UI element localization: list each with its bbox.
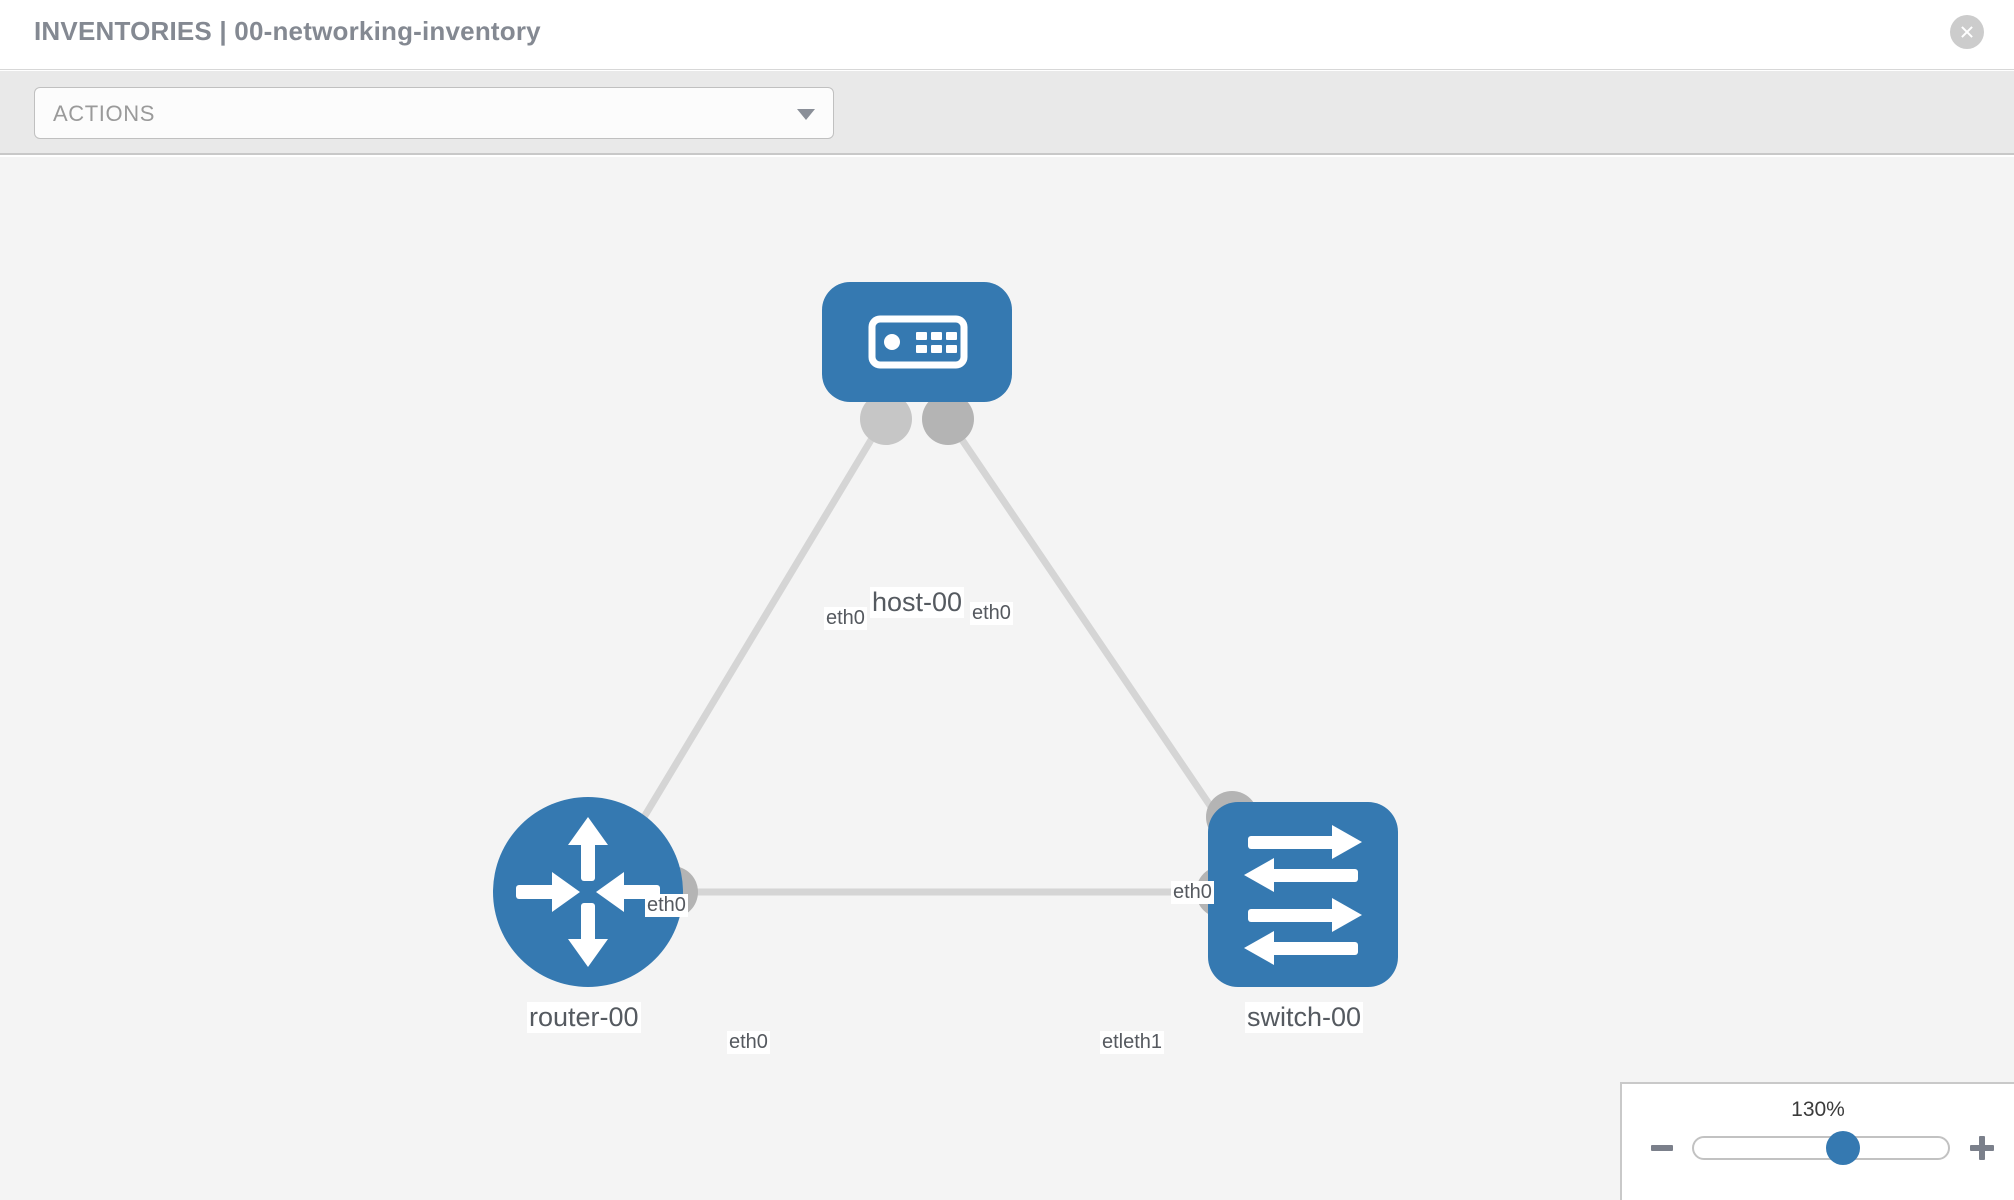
close-icon[interactable] <box>1950 15 1984 49</box>
interface-label: eth0 <box>1171 881 1214 904</box>
zoom-slider-thumb[interactable] <box>1826 1131 1860 1165</box>
page-title: INVENTORIES | 00-networking-inventory <box>34 16 541 46</box>
interface-label: eth0 <box>727 1031 770 1054</box>
actions-dropdown[interactable]: ACTIONS <box>34 87 834 139</box>
minus-icon <box>1651 1145 1673 1151</box>
node-label-host-00: host-00 <box>870 587 965 618</box>
link-host-switch <box>948 421 1249 861</box>
zoom-in-button[interactable] <box>1964 1130 2000 1166</box>
topology-canvas[interactable]: host-00 router-00 switch-00 eth0 eth0 et… <box>0 157 2014 1200</box>
chevron-down-icon <box>797 109 815 120</box>
toolbar: ACTIONS SEARCH <box>0 71 2014 210</box>
node-label-router-00: router-00 <box>527 1002 641 1033</box>
port-host-left <box>860 393 912 445</box>
interface-label: etleth1 <box>1100 1031 1165 1054</box>
interface-label: eth0 <box>824 607 867 630</box>
zoom-control-panel: 130% <box>1620 1082 2014 1200</box>
topology-graph <box>493 282 1398 987</box>
plus-icon-vertical <box>1979 1136 1985 1160</box>
node-host-00[interactable] <box>822 282 1012 402</box>
page-header: INVENTORIES | 00-networking-inventory <box>0 0 2014 70</box>
interface-label: eth0 <box>645 894 688 917</box>
node-switch-00[interactable] <box>1208 802 1398 987</box>
zoom-level-value: 130% <box>1791 1098 1845 1121</box>
zoom-out-button[interactable] <box>1644 1130 1680 1166</box>
interface-label: eth0 <box>970 602 1013 625</box>
link-host-router <box>616 421 884 861</box>
zoom-slider[interactable] <box>1692 1131 1950 1165</box>
node-router-00[interactable] <box>493 797 683 987</box>
node-label-switch-00: switch-00 <box>1245 1002 1364 1033</box>
actions-dropdown-label: ACTIONS <box>53 101 155 126</box>
port-host-right <box>922 393 974 445</box>
